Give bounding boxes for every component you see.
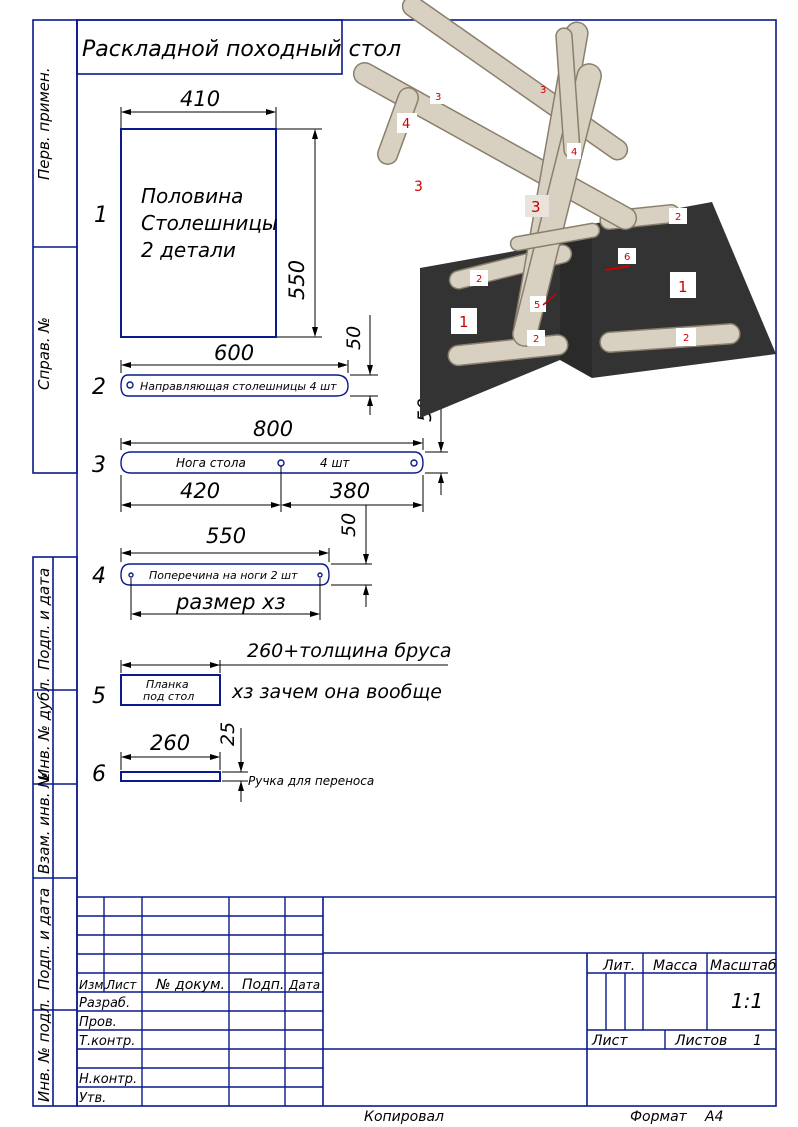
photo-label: 3 — [540, 85, 546, 96]
side-label-podp1: Подп. и дата — [35, 568, 53, 670]
dim-50-part-2: 50 — [343, 326, 365, 350]
part-5-line-1: Планка — [146, 678, 189, 691]
side-label-inv-dubl: Инв. № дубл. — [35, 677, 53, 780]
photo-label: 2 — [476, 274, 482, 285]
part-6-label: Ручка для переноса — [248, 774, 374, 788]
assembly-photo: 3 4 3 3 4 2 2 6 1 5 2 1 2 — [352, 0, 776, 418]
photo-label: 1 — [678, 278, 688, 296]
part-4-label: Поперечина на ноги 2 шт — [149, 569, 298, 582]
leg-hole-end — [410, 459, 418, 467]
crossbar — [120, 563, 330, 586]
side-label-perv: Перв. примен. — [35, 67, 53, 180]
title-box — [76, 19, 343, 75]
tb-col-data: Дата — [288, 978, 320, 992]
tabletop-half — [120, 128, 277, 338]
part-6: 6 260 25 Ручка для переноса — [92, 722, 374, 802]
tb-col-podp: Подп. — [242, 977, 284, 993]
photo-label: 4 — [571, 147, 577, 158]
footer-format: А4 — [704, 1109, 723, 1125]
dim-380: 380 — [330, 479, 370, 503]
part-2: 2 Направляющая столешницы 4 шт 600 50 — [92, 315, 378, 415]
part-4: 4 Поперечина на ноги 2 шт 550 размер хз … — [92, 505, 372, 620]
dim-800: 800 — [253, 417, 293, 441]
support-plank — [120, 674, 221, 706]
tb-scale-label: Масштаб — [710, 958, 777, 974]
part-number-1: 1 — [94, 203, 108, 228]
part-5-line-2: под стол — [143, 690, 194, 703]
part-1-line-2: Столешницы — [141, 211, 278, 235]
tb-row-utv: Утв. — [79, 1091, 106, 1106]
dim-550-part-4: 550 — [206, 524, 246, 548]
tb-lit: Лит. — [602, 958, 635, 974]
part-number-3: 3 — [92, 453, 106, 478]
drawing-title: Раскладной походный стол — [82, 37, 401, 62]
photo-label: 3 — [435, 92, 441, 103]
part-3-label-right: 4 шт — [320, 456, 350, 470]
dim-50-part-4: 50 — [338, 513, 360, 537]
photo-label: 1 — [459, 313, 469, 331]
photo-label: 2 — [675, 212, 681, 223]
photo-label: 3 — [414, 179, 423, 195]
guide-hole — [126, 381, 134, 389]
photo-label: 2 — [683, 333, 689, 344]
part-5-note: хз зачем она вообще — [231, 681, 442, 703]
leg-hole-center — [277, 459, 285, 467]
dim-410: 410 — [180, 87, 220, 111]
part-4-note: размер хз — [175, 590, 286, 614]
side-labels: Перв. примен. Справ. № Подп. и дата Инв.… — [35, 67, 53, 1102]
part-1-line-3: 2 детали — [141, 238, 236, 262]
side-label-vzam: Взам. инв. № — [35, 772, 53, 874]
tb-mass: Масса — [653, 958, 698, 974]
photo-label: 6 — [624, 252, 630, 263]
guide-rail — [120, 374, 349, 397]
tb-row-razrab: Разраб. — [79, 996, 130, 1011]
part-number-5: 5 — [92, 684, 106, 709]
tb-row-nkontr: Н.контр. — [79, 1072, 137, 1087]
side-label-inv-podl: Инв. № подл. — [35, 999, 53, 1102]
tb-sheet: Лист — [591, 1033, 628, 1049]
part-number-4: 4 — [92, 564, 106, 589]
carry-handle — [120, 771, 221, 782]
part-number-6: 6 — [92, 762, 106, 787]
tb-sheets-count: 1 — [753, 1033, 762, 1049]
part-1: 1 Половина Столешницы 2 детали 410 550 — [94, 87, 322, 338]
part-5: 5 Планка под стол 260+толщина бруса хз з… — [92, 640, 451, 709]
footer-format-label: Формат — [630, 1109, 688, 1125]
crossbar-hole-left — [128, 572, 134, 578]
part-2-label: Направляющая столешницы 4 шт — [140, 380, 337, 393]
part-number-2: 2 — [92, 375, 106, 400]
tb-col-izm: Изм. — [79, 978, 107, 992]
dim-260-plus-thickness: 260+толщина бруса — [247, 640, 451, 662]
dim-420: 420 — [180, 479, 220, 503]
tb-row-prov: Пров. — [79, 1015, 117, 1030]
table-leg — [120, 451, 424, 474]
tb-col-docum: № докум. — [155, 977, 225, 993]
part-1-line-1: Половина — [141, 184, 243, 208]
side-label-podp2: Подп. и дата — [35, 888, 53, 990]
tb-row-tkontr: Т.контр. — [79, 1034, 135, 1049]
side-label-sprav: Справ. № — [35, 317, 53, 390]
photo-label-3-center: 3 — [531, 198, 541, 216]
crossbar-hole-right — [317, 572, 323, 578]
footer-copied: Копировал — [364, 1109, 444, 1125]
tb-sheets: Листов — [674, 1033, 727, 1049]
dim-25: 25 — [217, 722, 239, 746]
dim-260: 260 — [150, 731, 190, 755]
part-3: 3 Нога стола 4 шт 800 420 380 50 — [92, 395, 448, 512]
tb-col-list: Лист — [105, 978, 137, 992]
side-column-bottom — [32, 556, 78, 1107]
title-block: Изм. Лист № докум. Подп. Дата Разраб. Пр… — [77, 896, 777, 1106]
photo-label: 2 — [533, 334, 539, 345]
tb-scale: 1:1 — [731, 989, 763, 1013]
photo-label: 4 — [402, 117, 410, 132]
photo-label: 5 — [534, 300, 540, 311]
dim-550-vertical: 550 — [285, 260, 309, 300]
dim-600: 600 — [214, 341, 254, 365]
part-3-label-left: Нога стола — [176, 456, 246, 470]
